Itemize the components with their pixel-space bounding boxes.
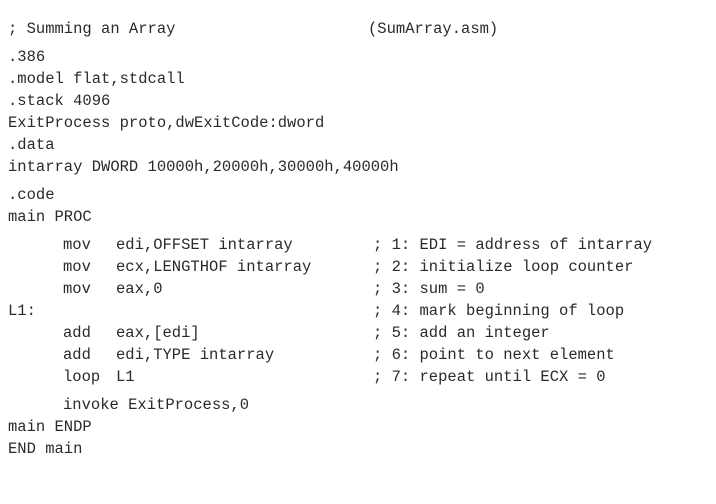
- invoke-statement: invoke ExitProcess,0: [63, 396, 250, 414]
- directive-line: intarray DWORD 10000h,20000h,30000h,4000…: [8, 156, 708, 178]
- code-directive: .code: [8, 186, 55, 204]
- directive-line: .data: [8, 134, 708, 156]
- instruction-comment: ; 2: initialize loop counter: [373, 258, 634, 276]
- instruction-mnemonic: mov: [63, 258, 91, 276]
- instruction-mnemonic: mov: [63, 280, 91, 298]
- instruction-line: add edi,TYPE intarray ; 6: point to next…: [8, 344, 708, 366]
- header-line: intarray DWORD 10000h,20000h,30000h,4000…: [8, 158, 399, 176]
- directive-line: .model flat,stdcall: [8, 68, 708, 90]
- instruction-comment: ; 5: add an integer: [373, 324, 550, 342]
- instruction-mnemonic: add: [63, 324, 91, 342]
- proc-end: main ENDP: [8, 418, 92, 436]
- invoke-line: invoke ExitProcess,0: [8, 394, 708, 416]
- instruction-line: mov edi,OFFSET intarray ; 1: EDI = addre…: [8, 234, 708, 256]
- instruction-comment: ; 6: point to next element: [373, 346, 615, 364]
- instruction-operands: edi,TYPE intarray: [116, 346, 275, 364]
- instruction-line: add eax,[edi] ; 5: add an integer: [8, 322, 708, 344]
- instruction-comment: ; 4: mark beginning of loop: [373, 302, 625, 320]
- instruction-operands: edi,OFFSET intarray: [116, 236, 293, 254]
- instruction-comment: ; 1: EDI = address of intarray: [373, 236, 653, 254]
- instruction-mnemonic: mov: [63, 236, 91, 254]
- directive-line: .386: [8, 46, 708, 68]
- header-line: .data: [8, 136, 55, 154]
- code-listing: ; Summing an Array (SumArray.asm) .386 .…: [8, 18, 708, 460]
- instruction-line: L1: ; 4: mark beginning of loop: [8, 300, 708, 322]
- code-directive-line: .code: [8, 184, 708, 206]
- instruction-comment: ; 3: sum = 0: [373, 280, 485, 298]
- instruction-operands: ecx,LENGTHOF intarray: [116, 258, 312, 276]
- header-line: .386: [8, 48, 46, 66]
- instruction-operands: eax,[edi]: [116, 324, 200, 342]
- instruction-operands: L1: [116, 368, 135, 386]
- instruction-comment: ; 7: repeat until ECX = 0: [373, 368, 606, 386]
- proc-start: main PROC: [8, 208, 92, 226]
- instruction-line: loop L1 ; 7: repeat until ECX = 0: [8, 366, 708, 388]
- instruction-line: mov eax,0 ; 3: sum = 0: [8, 278, 708, 300]
- end-line: END main: [8, 438, 708, 460]
- directive-line: .stack 4096: [8, 90, 708, 112]
- end-directive: END main: [8, 440, 83, 458]
- title-line: ; Summing an Array (SumArray.asm): [8, 18, 708, 40]
- title-comment: ; Summing an Array: [8, 20, 176, 38]
- header-line: .stack 4096: [8, 92, 111, 110]
- instruction-mnemonic: add: [63, 346, 91, 364]
- header-line: .model flat,stdcall: [8, 70, 185, 88]
- instruction-mnemonic: loop: [63, 368, 101, 386]
- header-line: ExitProcess proto,dwExitCode:dword: [8, 114, 325, 132]
- proc-start-line: main PROC: [8, 206, 708, 228]
- instruction-line: mov ecx,LENGTHOF intarray ; 2: initializ…: [8, 256, 708, 278]
- file-name: (SumArray.asm): [368, 20, 499, 38]
- instruction-operands: eax,0: [116, 280, 163, 298]
- instruction-label: L1:: [8, 302, 36, 320]
- proc-end-line: main ENDP: [8, 416, 708, 438]
- directive-line: ExitProcess proto,dwExitCode:dword: [8, 112, 708, 134]
